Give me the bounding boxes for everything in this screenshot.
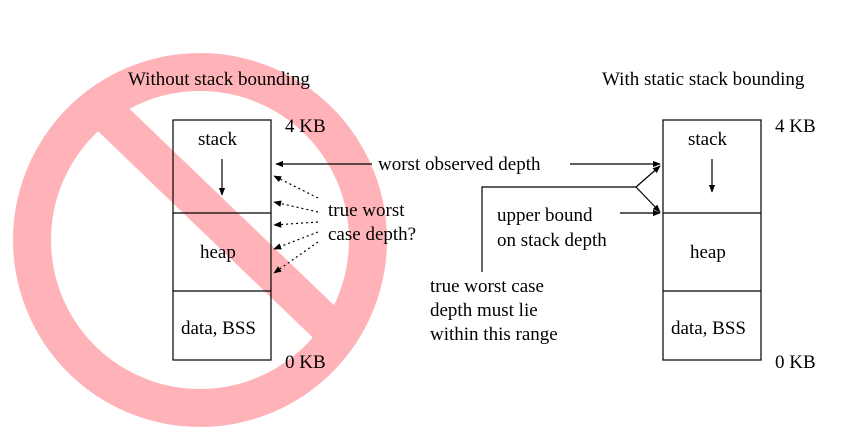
right-bottom-label: 0 KB xyxy=(775,352,816,373)
upper-bound: upper bound on stack depth xyxy=(497,205,661,251)
right-data-label: data, BSS xyxy=(671,318,746,339)
left-bottom-label: 0 KB xyxy=(285,352,326,373)
prohibition-slash xyxy=(81,88,362,359)
true-worst-dotted-arrows xyxy=(273,175,319,274)
prohibition-sign xyxy=(13,53,387,427)
right-stack-label: stack xyxy=(688,129,728,150)
dotted-arrow xyxy=(273,231,319,250)
right-title: With static stack bounding xyxy=(602,69,805,90)
true-worst-label-line2: case depth? xyxy=(328,224,416,245)
range-upper-arrow xyxy=(635,165,661,188)
left-memory-box xyxy=(172,119,272,361)
dotted-arrow xyxy=(273,175,319,199)
dotted-arrow xyxy=(273,221,319,228)
range-bracket: true worst case depth must lie within th… xyxy=(430,165,661,345)
upper-bound-label-line2: on stack depth xyxy=(497,230,607,251)
range-lower-arrow xyxy=(635,186,661,213)
worst-observed-depth: worst observed depth xyxy=(275,154,661,175)
dotted-arrow xyxy=(273,200,319,213)
left-top-label: 4 KB xyxy=(285,116,326,137)
range-bracket-line xyxy=(481,186,636,272)
left-stack-label: stack xyxy=(198,129,238,150)
prohibition-circle xyxy=(13,53,387,427)
right-memory-box xyxy=(662,119,762,361)
left-data-label: data, BSS xyxy=(181,318,256,339)
true-worst-label-line1: true worst xyxy=(328,200,405,221)
upper-bound-label-line1: upper bound xyxy=(497,205,593,226)
range-label-line3: within this range xyxy=(430,324,558,345)
right-heap-label: heap xyxy=(690,242,726,263)
left-heap-label: heap xyxy=(200,242,236,263)
worst-observed-label: worst observed depth xyxy=(378,154,541,175)
left-memory-diagram: Without stack bounding stack heap data, … xyxy=(128,69,416,373)
right-memory-diagram: With static stack bounding stack heap da… xyxy=(602,69,816,373)
range-label-line2: depth must lie xyxy=(430,300,538,321)
dotted-arrow xyxy=(273,241,319,274)
left-title: Without stack bounding xyxy=(128,69,310,90)
right-top-label: 4 KB xyxy=(775,116,816,137)
range-label-line1: true worst case xyxy=(430,276,544,297)
